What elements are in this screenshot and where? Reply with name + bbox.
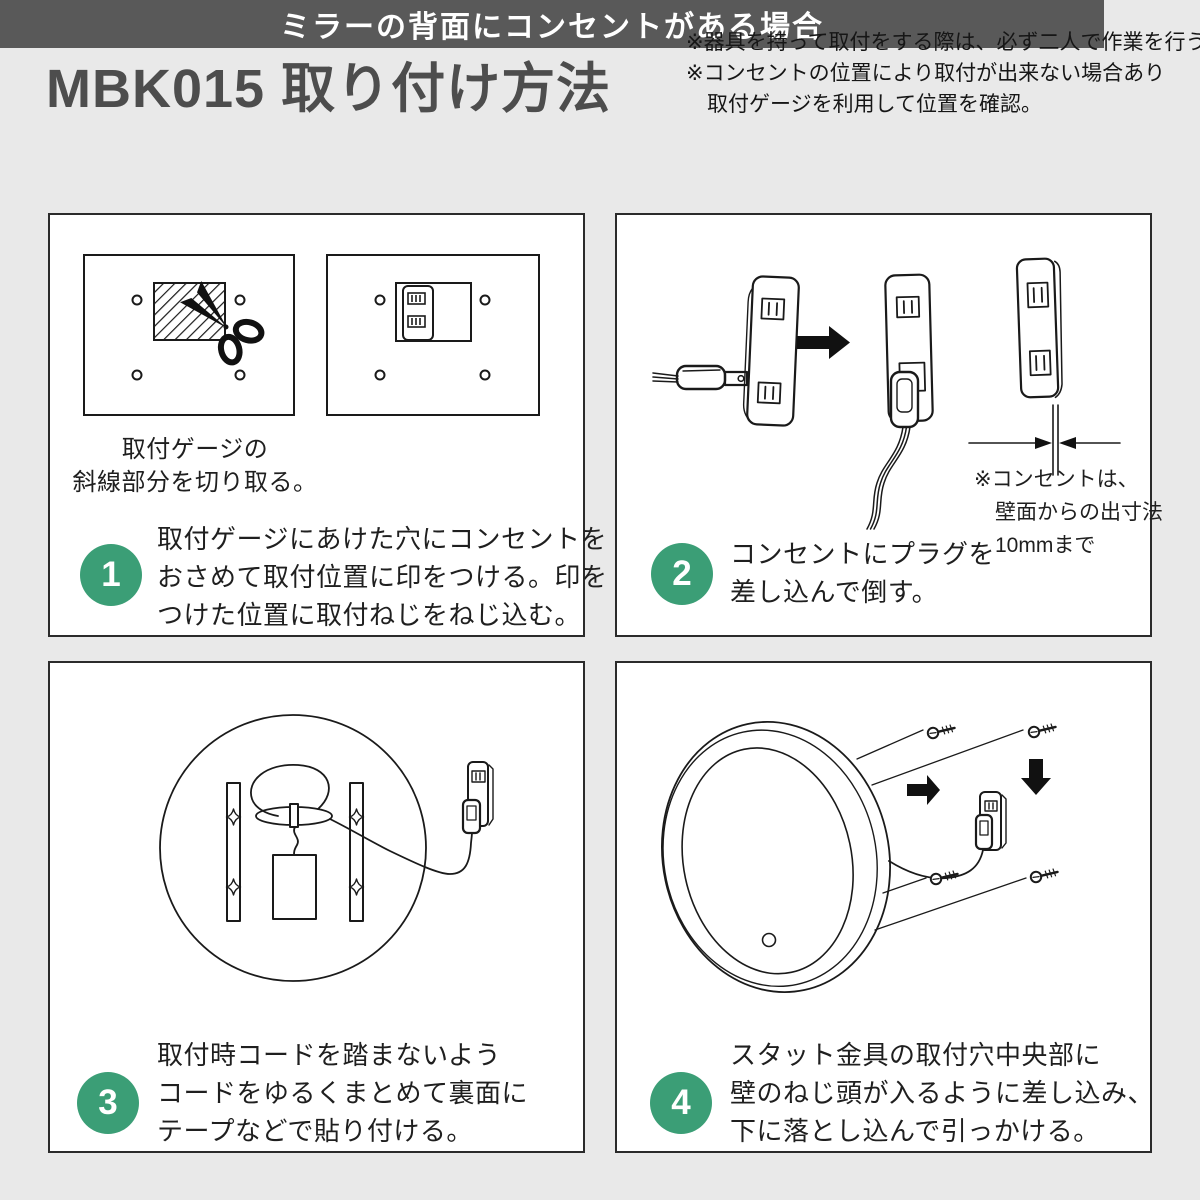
section-banner: ミラーの背面にコンセントがある場合 [0,0,1104,48]
step-text-line: コンセントにプラグを [730,539,996,569]
folded-plug [866,370,920,530]
wall-screws [926,723,1059,886]
note-line: 10mmまで [995,534,1096,557]
gauge-caption: 取付ゲージの 斜線部分を切り取る。 [60,433,330,499]
caption-line: 取付ゲージの [121,436,269,463]
header-note-line: ※器具を持って取付をする際は、必ず二人で作業を行う。 [686,31,1200,54]
scissors-icon [180,281,265,366]
step-number-badge: 4 [650,1072,712,1134]
step-instructions: 取付ゲージにあけた穴にコンセントを おさめて取付位置に印をつける。印を つけた位… [157,520,608,634]
header-note-line: ※コンセントの位置により取付が出来ない場合あり [686,62,1166,85]
rail-screws [225,808,365,896]
note-line: ※コンセントは、 [974,468,1139,491]
step-panel-2: ※コンセントは、 壁面からの出寸法 10mmまで 2 コンセントにプラグを 差し… [615,213,1163,637]
page-title: MBK015 取り付け方法 [46,59,612,119]
step-text-line: 下に落とし込んで引っかける。 [730,1116,1100,1146]
arrow-right-icon [797,326,850,359]
step-panel-3: 3 取付時コードを踏まないよう コードをゆるくまとめて裏面に テープなどで貼り付… [48,661,585,1153]
wall-outlet [461,761,494,835]
step-text-line: つけた位置に取付ねじをねじ込む。 [157,600,582,630]
step-text-line: スタット金具の取付穴中央部に [730,1040,1102,1070]
outlet-plug-illustration [652,257,1121,530]
bundled-cord [250,764,473,875]
step-text-line: コードをゆるくまとめて裏面に [157,1078,529,1108]
step-instructions: コンセントにプラグを 差し込んで倒す。 [730,535,995,611]
step-panel-1: 取付ゲージの 斜線部分を切り取る。 1 取付ゲージにあけた穴にコンセントを おさ… [48,213,607,637]
mirror-mounting-illustration [661,721,1059,993]
mirror-back-cord-illustration [159,714,494,982]
step-instructions: スタット金具の取付穴中央部に 壁のねじ頭が入るように差し込み、 下に落とし込んで… [730,1036,1154,1150]
step-text-line: おさめて取付位置に印をつける。印を [157,562,608,592]
step-number-badge: 2 [651,543,713,605]
alignment-lines [856,729,1027,931]
step-text-line: 壁のねじ頭が入るように差し込み、 [730,1078,1155,1108]
step-text-line: 取付ゲージにあけた穴にコンセントを [157,524,607,554]
gauge-cutting-illustration [83,254,540,416]
header-note-line: 取付ゲージを利用して位置を確認。 [707,93,1042,116]
step-text-line: 取付時コードを踏まないよう [157,1040,501,1070]
caption-line: 斜線部分を切り取る。 [72,469,318,496]
step-text-line: テープなどで貼り付ける。 [157,1116,473,1146]
arrow-down-icon [1021,759,1051,795]
header-notes: ※器具を持って取付をする際は、必ず二人で作業を行う。 ※コンセントの位置により取… [686,27,1200,120]
touch-sensor [761,932,777,948]
step-number-badge: 1 [80,544,142,606]
dimension-lines [968,404,1121,476]
step-text-line: 差し込んで倒す。 [730,577,939,607]
flat-plug [652,364,749,391]
outlet-depth-note: ※コンセントは、 壁面からの出寸法 10mmまで [974,463,1163,562]
wall-outlet [974,791,1007,851]
power-cord [866,426,911,530]
step-number-badge: 3 [77,1072,139,1134]
note-line: 壁面からの出寸法 [995,501,1163,524]
round-mirror [661,721,891,993]
section-banner-label: ミラーの背面にコンセントがある場合 [280,11,824,44]
step-instructions: 取付時コードを踏まないよう コードをゆるくまとめて裏面に テープなどで貼り付ける… [157,1036,528,1150]
step-panel-4: 4 スタット金具の取付穴中央部に 壁のねじ頭が入るように差し込み、 下に落とし込… [615,661,1154,1153]
arrow-right-icon [907,775,940,805]
